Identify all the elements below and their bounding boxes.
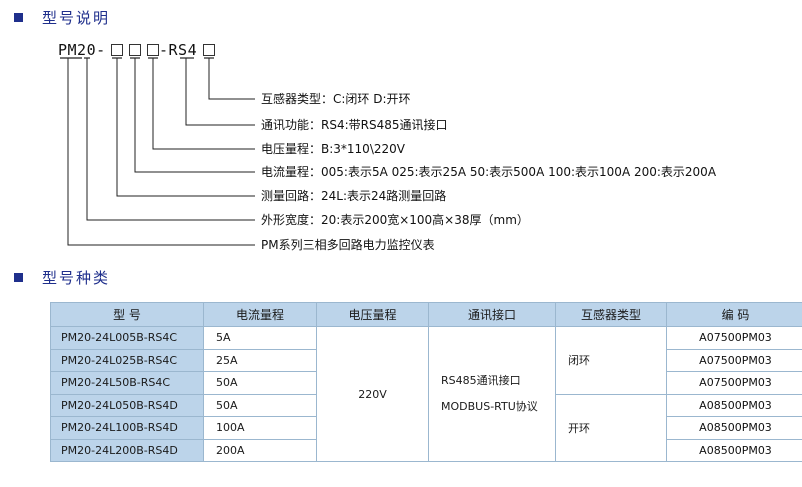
desc-communication: 通讯功能：RS4:带RS485通讯接口 — [261, 118, 448, 132]
ct-type-cell: 闭环 — [555, 326, 667, 395]
current-cell: 25A — [203, 348, 317, 372]
code-cell: A07500PM03 — [666, 326, 802, 350]
code-cell: A07500PM03 — [666, 348, 802, 372]
model-code-prefix: PM20- — [58, 41, 106, 59]
desc-series: PM系列三相多回路电力监控仪表 — [261, 238, 435, 252]
code-placeholder-box — [129, 44, 141, 56]
voltage-cell: 220V — [316, 326, 429, 462]
model-spec-table: 型 号 电流量程 电压量程 通讯接口 互感器类型 编 码 PM20-24L005… — [50, 302, 802, 462]
header-interface: 通讯接口 — [428, 302, 556, 327]
model-cell: PM20-24L005B-RS4C — [50, 326, 204, 350]
desc-ct-type: 互感器类型：C:闭环 D:开环 — [261, 92, 411, 106]
section-title-model-types: 型号种类 — [42, 269, 111, 287]
model-cell: PM20-24L050B-RS4D — [50, 393, 204, 417]
current-cell: 50A — [203, 393, 317, 417]
header-model: 型 号 — [50, 302, 204, 327]
current-cell: 5A — [203, 326, 317, 350]
desc-voltage-range: 电压量程：B:3*110\220V — [261, 142, 405, 156]
code-cell: A07500PM03 — [666, 371, 802, 395]
model-code-connector-lines — [60, 57, 255, 246]
header-code: 编 码 — [666, 302, 802, 327]
header-current-range: 电流量程 — [203, 302, 317, 327]
table-header-row: 型 号 电流量程 电压量程 通讯接口 互感器类型 编 码 — [50, 302, 802, 327]
table-row: PM20-24L025B-RS4C 25A A07500PM03 — [50, 348, 802, 372]
code-placeholder-box — [111, 44, 123, 56]
section-bullet-icon — [14, 273, 23, 282]
header-voltage-range: 电压量程 — [316, 302, 429, 327]
table-row: PM20-24L050B-RS4D 50A 开环 A08500PM03 — [50, 393, 802, 462]
code-cell: A08500PM03 — [666, 438, 802, 462]
interface-line: RS485通讯接口 — [441, 374, 521, 387]
desc-measurement-loop: 测量回路：24L:表示24路测量回路 — [261, 189, 447, 203]
table-row: PM20-24L005B-RS4C 5A 220V RS485通讯接口 MODB… — [50, 326, 802, 462]
table-row: PM20-24L200B-RS4D 200A A08500PM03 — [50, 438, 802, 462]
model-cell: PM20-24L025B-RS4C — [50, 348, 204, 372]
table-row: PM20-24L50B-RS4C 50A A07500PM03 — [50, 371, 802, 395]
section-bullet-icon — [14, 13, 23, 22]
code-placeholder-box — [147, 44, 159, 56]
code-cell: A08500PM03 — [666, 393, 802, 417]
model-cell: PM20-24L100B-RS4D — [50, 416, 204, 440]
code-cell: A08500PM03 — [666, 416, 802, 440]
header-ct-type: 互感器类型 — [555, 302, 667, 327]
model-code-suffix: -RS4 — [159, 41, 198, 59]
model-cell: PM20-24L50B-RS4C — [50, 371, 204, 395]
interface-protocol: MODBUS-RTU协议 — [441, 400, 538, 413]
desc-dimensions: 外形宽度：20:表示200宽×100高×38厚（mm） — [261, 213, 529, 227]
current-cell: 100A — [203, 416, 317, 440]
interface-cell: RS485通讯接口 MODBUS-RTU协议 — [428, 326, 556, 462]
ct-type-cell: 开环 — [555, 393, 667, 462]
section-title-model-description: 型号说明 — [42, 9, 111, 27]
model-cell: PM20-24L200B-RS4D — [50, 438, 204, 462]
current-cell: 50A — [203, 371, 317, 395]
desc-current-range: 电流量程：005:表示5A 025:表示25A 50:表示500A 100:表示… — [261, 165, 717, 179]
code-placeholder-box — [203, 44, 215, 56]
current-cell: 200A — [203, 438, 317, 462]
